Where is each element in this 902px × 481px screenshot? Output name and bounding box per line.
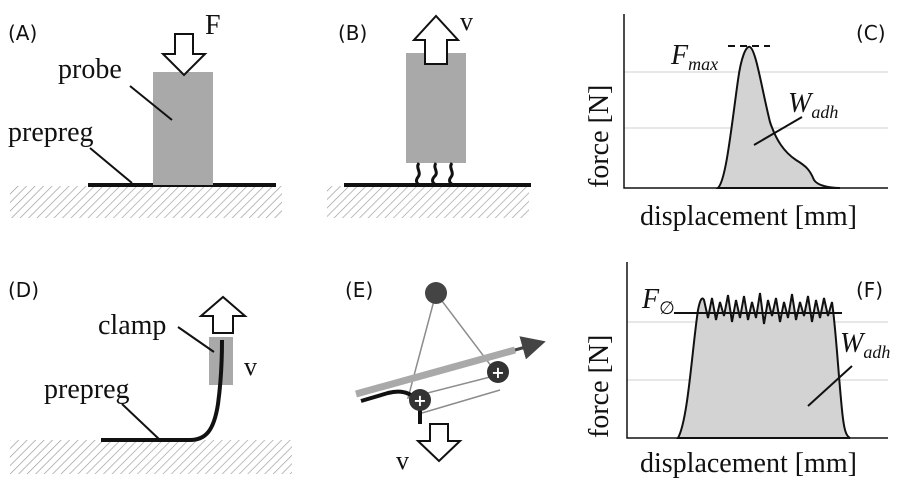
panel-a: (A) F probe prepreg (8, 10, 282, 218)
ground-hatch (10, 186, 282, 218)
wadh-leader-line (753, 116, 803, 146)
panel-b: (B) v (327, 7, 531, 218)
roller-sign: + (491, 363, 504, 382)
wadh-label: Wadh (840, 328, 890, 362)
force-label: F (205, 10, 221, 41)
fmax-label: Fmax (670, 40, 718, 74)
fixture-link (421, 389, 501, 414)
probe-leader-line (129, 85, 173, 121)
probe-label: probe (58, 54, 122, 85)
y-axis-label: force [N] (584, 335, 615, 438)
roller-circle (487, 361, 509, 383)
velocity-label: v (244, 352, 257, 381)
ground-hatch (327, 186, 529, 218)
x-axis-label: displacement [mm] (640, 448, 857, 479)
down-arrow-icon (415, 423, 463, 463)
prepreg-leader-line (121, 403, 161, 441)
favg-label: F∅ (641, 284, 675, 318)
resin-fibril (414, 162, 421, 187)
probe-block (406, 53, 466, 163)
prepreg-strip (101, 339, 224, 442)
force-curve (715, 45, 841, 189)
roller-circle (409, 389, 431, 411)
probe-block (153, 72, 213, 185)
panel-c-label: (C) (856, 21, 886, 45)
fixture-frame (406, 291, 500, 400)
up-arrow-icon (411, 14, 461, 65)
panel-b-label: (B) (338, 21, 367, 45)
ground-hatch (10, 440, 292, 474)
panel-f: (F) F∅ Wadh displacement [mm] force [N] (584, 262, 890, 479)
clamp-leader-line (177, 326, 215, 353)
velocity-label: v (396, 446, 409, 475)
resin-fibril (431, 162, 438, 187)
y-axis-label: force [N] (584, 85, 615, 188)
prepreg-leader-line (89, 147, 133, 184)
resin-fibril (448, 162, 454, 187)
velocity-label: v (460, 7, 473, 36)
prepreg-label: prepreg (8, 117, 94, 148)
panel-e: (E) + + v (345, 278, 546, 475)
prepreg-label: prepreg (44, 374, 130, 405)
down-arrow-icon (160, 33, 208, 77)
roller-sign: + (413, 391, 426, 410)
panel-a-label: (A) (8, 21, 37, 45)
plate-motion-arrow-icon (514, 336, 546, 360)
x-axis-label: displacement [mm] (640, 201, 857, 232)
panel-d-label: (D) (8, 278, 39, 302)
wadh-leader-line (807, 365, 853, 407)
panel-e-label: (E) (345, 278, 373, 302)
clamp-label: clamp (98, 310, 166, 341)
wadh-label: Wadh (788, 88, 838, 122)
panel-f-label: (F) (856, 278, 883, 302)
pivot-circle (425, 282, 447, 304)
force-curve (676, 292, 851, 439)
panel-d: (D) v clamp prepreg (8, 278, 292, 474)
panel-c: (C) Fmax Wadh displacement [mm] force [N… (584, 14, 888, 232)
substrate-plate (355, 346, 516, 398)
up-arrow-icon (198, 295, 248, 334)
